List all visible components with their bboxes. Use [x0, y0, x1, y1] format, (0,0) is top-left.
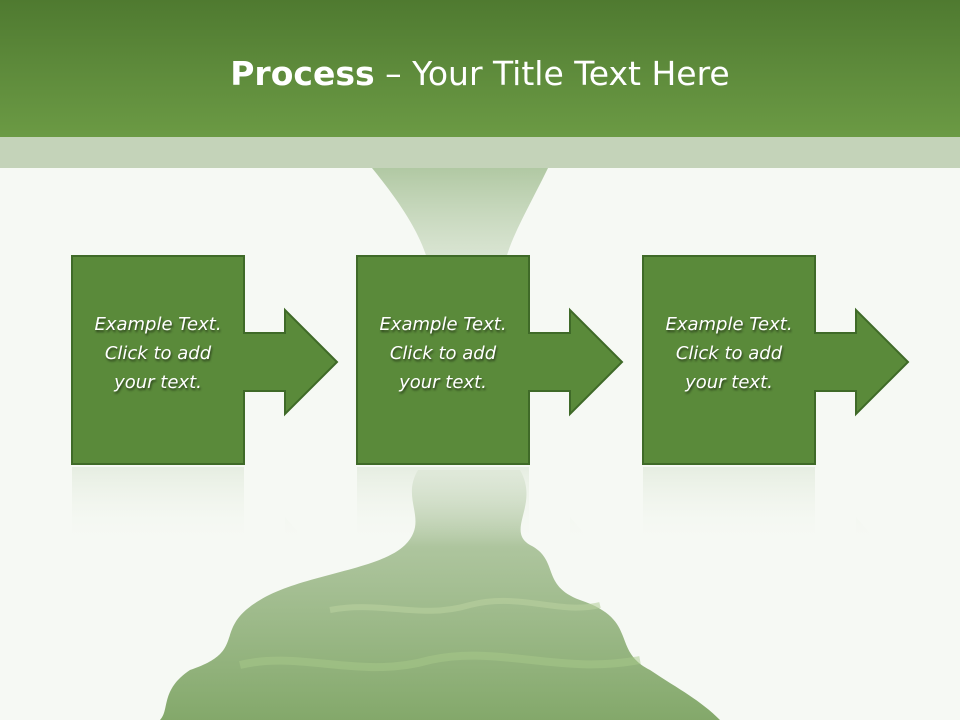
step-text-line: Example Text.	[665, 314, 793, 335]
step-text-line: Click to add	[104, 343, 212, 364]
step-text-line: Example Text.	[379, 314, 507, 335]
step-text-line: your text.	[114, 372, 202, 393]
process-step-2[interactable]: Example Text. Click to add your text.	[356, 255, 624, 465]
step-arrow-shape	[642, 255, 910, 465]
step-text-line: Click to add	[675, 343, 783, 364]
step-text: Example Text. Click to add your text.	[356, 310, 530, 397]
title-band	[0, 0, 960, 137]
process-step-1[interactable]: Example Text. Click to add your text.	[71, 255, 339, 465]
process-step-3[interactable]: Example Text. Click to add your text.	[642, 255, 910, 465]
step-text-line: your text.	[399, 372, 487, 393]
step-text-line: Click to add	[389, 343, 497, 364]
slide-title-bold: Process	[230, 54, 375, 93]
step-reflection	[357, 467, 596, 547]
step-text-line: your text.	[685, 372, 773, 393]
step-text: Example Text. Click to add your text.	[642, 310, 816, 397]
slide-title-rest: – Your Title Text Here	[374, 54, 730, 93]
step-text-line: Example Text.	[94, 314, 222, 335]
title-sub-band	[0, 137, 960, 168]
step-arrow-shape	[71, 255, 339, 465]
step-reflection	[72, 467, 311, 547]
slide-title[interactable]: Process – Your Title Text Here	[0, 48, 960, 100]
step-arrow-shape	[356, 255, 624, 465]
step-reflection	[643, 467, 882, 547]
step-text: Example Text. Click to add your text.	[71, 310, 245, 397]
